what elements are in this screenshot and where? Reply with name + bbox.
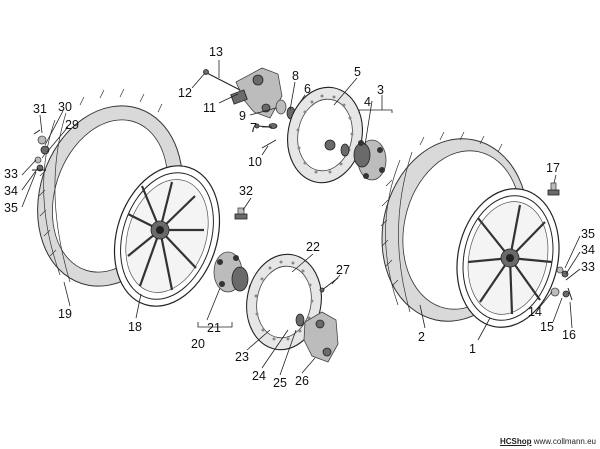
bottom-brake-caliper (295, 311, 339, 363)
part-number-1: 1 (469, 342, 476, 356)
part-number-15: 15 (540, 320, 554, 334)
part-number-5: 5 (354, 65, 361, 79)
leader-lines (21, 60, 581, 376)
right-wheel-rim (456, 188, 560, 328)
top-brake-disc (287, 86, 363, 184)
part-number-34-left: 34 (4, 184, 18, 198)
part-number-30: 30 (58, 100, 72, 114)
part-number-13: 13 (209, 45, 223, 59)
watermark-brand: HCShop (499, 437, 532, 446)
part-number-22: 22 (306, 240, 320, 254)
part-number-23: 23 (235, 350, 249, 364)
part-number-11: 11 (203, 101, 216, 115)
shop-watermark: HCShop www.collmann.eu (500, 437, 596, 446)
part-number-18: 18 (128, 320, 142, 334)
part-number-12: 12 (178, 86, 192, 100)
left-wheel-rim (113, 165, 221, 307)
part-number-24: 24 (252, 369, 266, 383)
top-brake-caliper (203, 67, 296, 129)
left-valve-parts (32, 129, 50, 172)
right-valve-parts (550, 266, 573, 301)
watermark-url[interactable]: www.collmann.eu (533, 437, 596, 446)
part-number-14: 14 (528, 305, 542, 319)
part-number-32: 32 (239, 184, 253, 198)
bolt-17 (547, 182, 560, 196)
part-number-26: 26 (295, 374, 309, 388)
part-number-labels: 1 2 3 4 5 6 7 8 9 10 11 12 13 14 15 16 1… (4, 45, 595, 390)
part-number-17: 17 (546, 161, 560, 175)
part-number-9: 9 (239, 109, 246, 123)
top-wheel-hub (340, 139, 387, 181)
part-number-16: 16 (562, 328, 576, 342)
part-number-7: 7 (250, 121, 257, 135)
part-number-3: 3 (377, 83, 384, 97)
part-number-20: 20 (191, 337, 205, 351)
small-bolt-10 (261, 139, 277, 149)
part-number-2: 2 (418, 330, 425, 344)
part-number-25: 25 (273, 376, 287, 390)
part-number-35-right: 35 (581, 227, 595, 241)
part-number-4: 4 (364, 95, 371, 109)
part-number-34-right: 34 (581, 243, 595, 257)
part-number-10: 10 (248, 155, 262, 169)
part-number-6: 6 (304, 82, 311, 96)
part-number-19: 19 (58, 307, 72, 321)
part-number-29: 29 (65, 118, 79, 132)
part-number-8: 8 (292, 69, 299, 83)
bolt-32 (234, 207, 248, 220)
part-number-27: 27 (336, 263, 350, 277)
part-number-35-left: 35 (4, 201, 18, 215)
part-number-33-right: 33 (581, 260, 595, 274)
part-number-31: 31 (33, 102, 47, 116)
part-number-33-left: 33 (4, 167, 18, 181)
part-number-21: 21 (207, 321, 221, 335)
